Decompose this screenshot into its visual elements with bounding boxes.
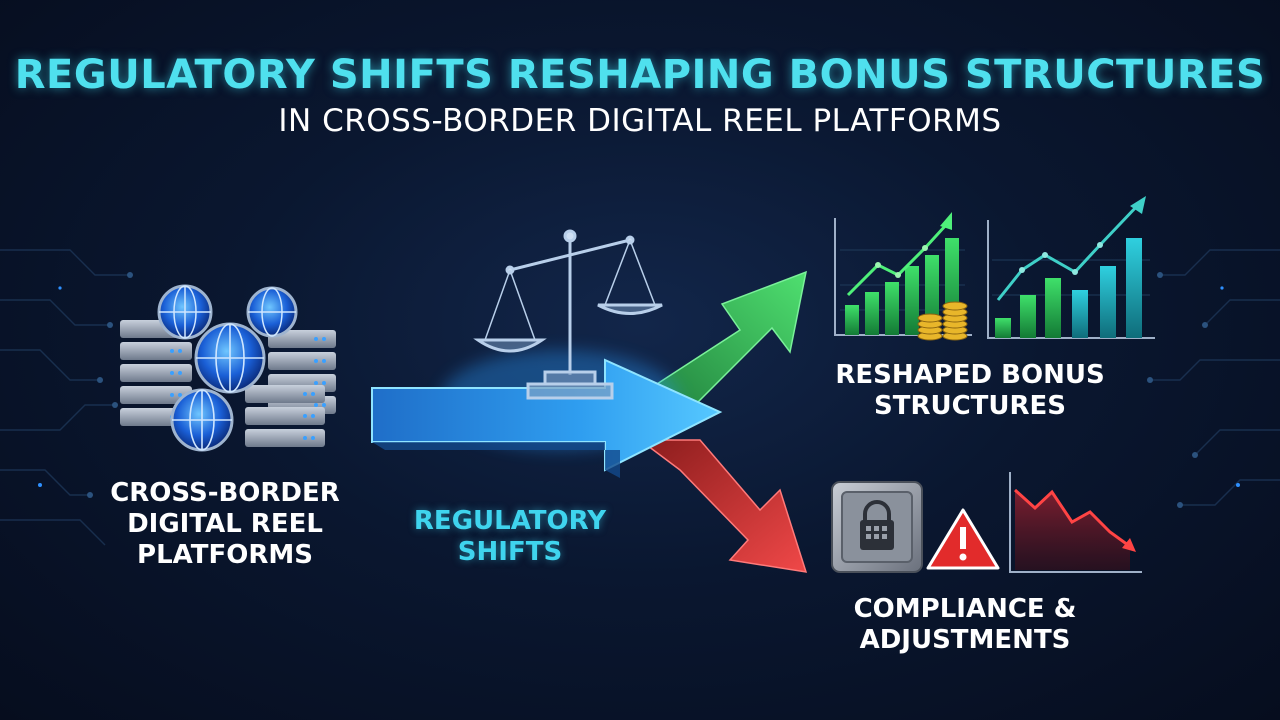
compliance-label: COMPLIANCE & ADJUSTMENTS — [853, 594, 1077, 656]
bar-chart-up-icon-2 — [987, 196, 1155, 339]
globe-icon — [157, 284, 298, 452]
page-title: REGULATORY SHIFTS RESHAPING BONUS STRUCT… — [14, 52, 1266, 98]
down-arrow — [637, 439, 808, 573]
scales-of-justice-icon — [473, 229, 663, 400]
platforms-label: CROSS-BORDER DIGITAL REEL PLATFORMS — [110, 478, 340, 571]
warning-icon — [926, 508, 1000, 570]
reshaped-bonus-label: RESHAPED BONUS STRUCTURES — [835, 360, 1105, 422]
regulatory-shifts-label: REGULATORY SHIFTS — [413, 506, 607, 568]
page-subtitle: IN CROSS-BORDER DIGITAL REEL PLATFORMS — [278, 103, 1002, 139]
coin-stack-icon — [917, 301, 968, 341]
line-chart-down-icon — [1009, 472, 1142, 573]
vault-lock-icon — [831, 481, 923, 573]
